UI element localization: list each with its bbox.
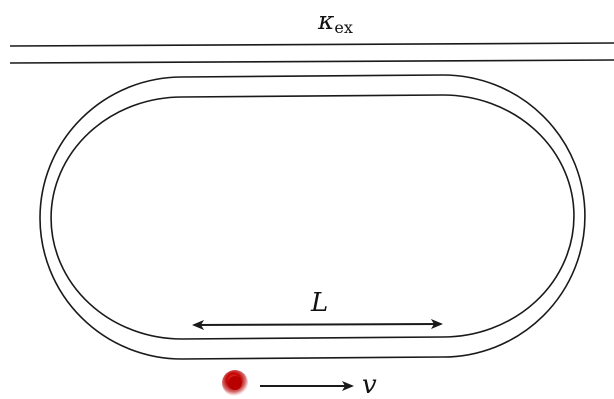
length-arrow (192, 319, 443, 330)
velocity-label: v (362, 370, 377, 399)
coupling-rate-label: κex (317, 6, 353, 37)
resonator-inner-edge (50, 94, 575, 340)
coupling-symbol: κ (317, 6, 335, 35)
length-label: L (310, 288, 328, 318)
resonator-outer-edge (39, 74, 586, 360)
bus-waveguide (9, 42, 614, 64)
particle-core (228, 376, 242, 390)
coupling-subscript: ex (334, 18, 353, 37)
bus-waveguide-lower-edge (9, 59, 614, 64)
racetrack-resonator (39, 74, 586, 360)
bus-waveguide-upper-edge (9, 42, 614, 47)
